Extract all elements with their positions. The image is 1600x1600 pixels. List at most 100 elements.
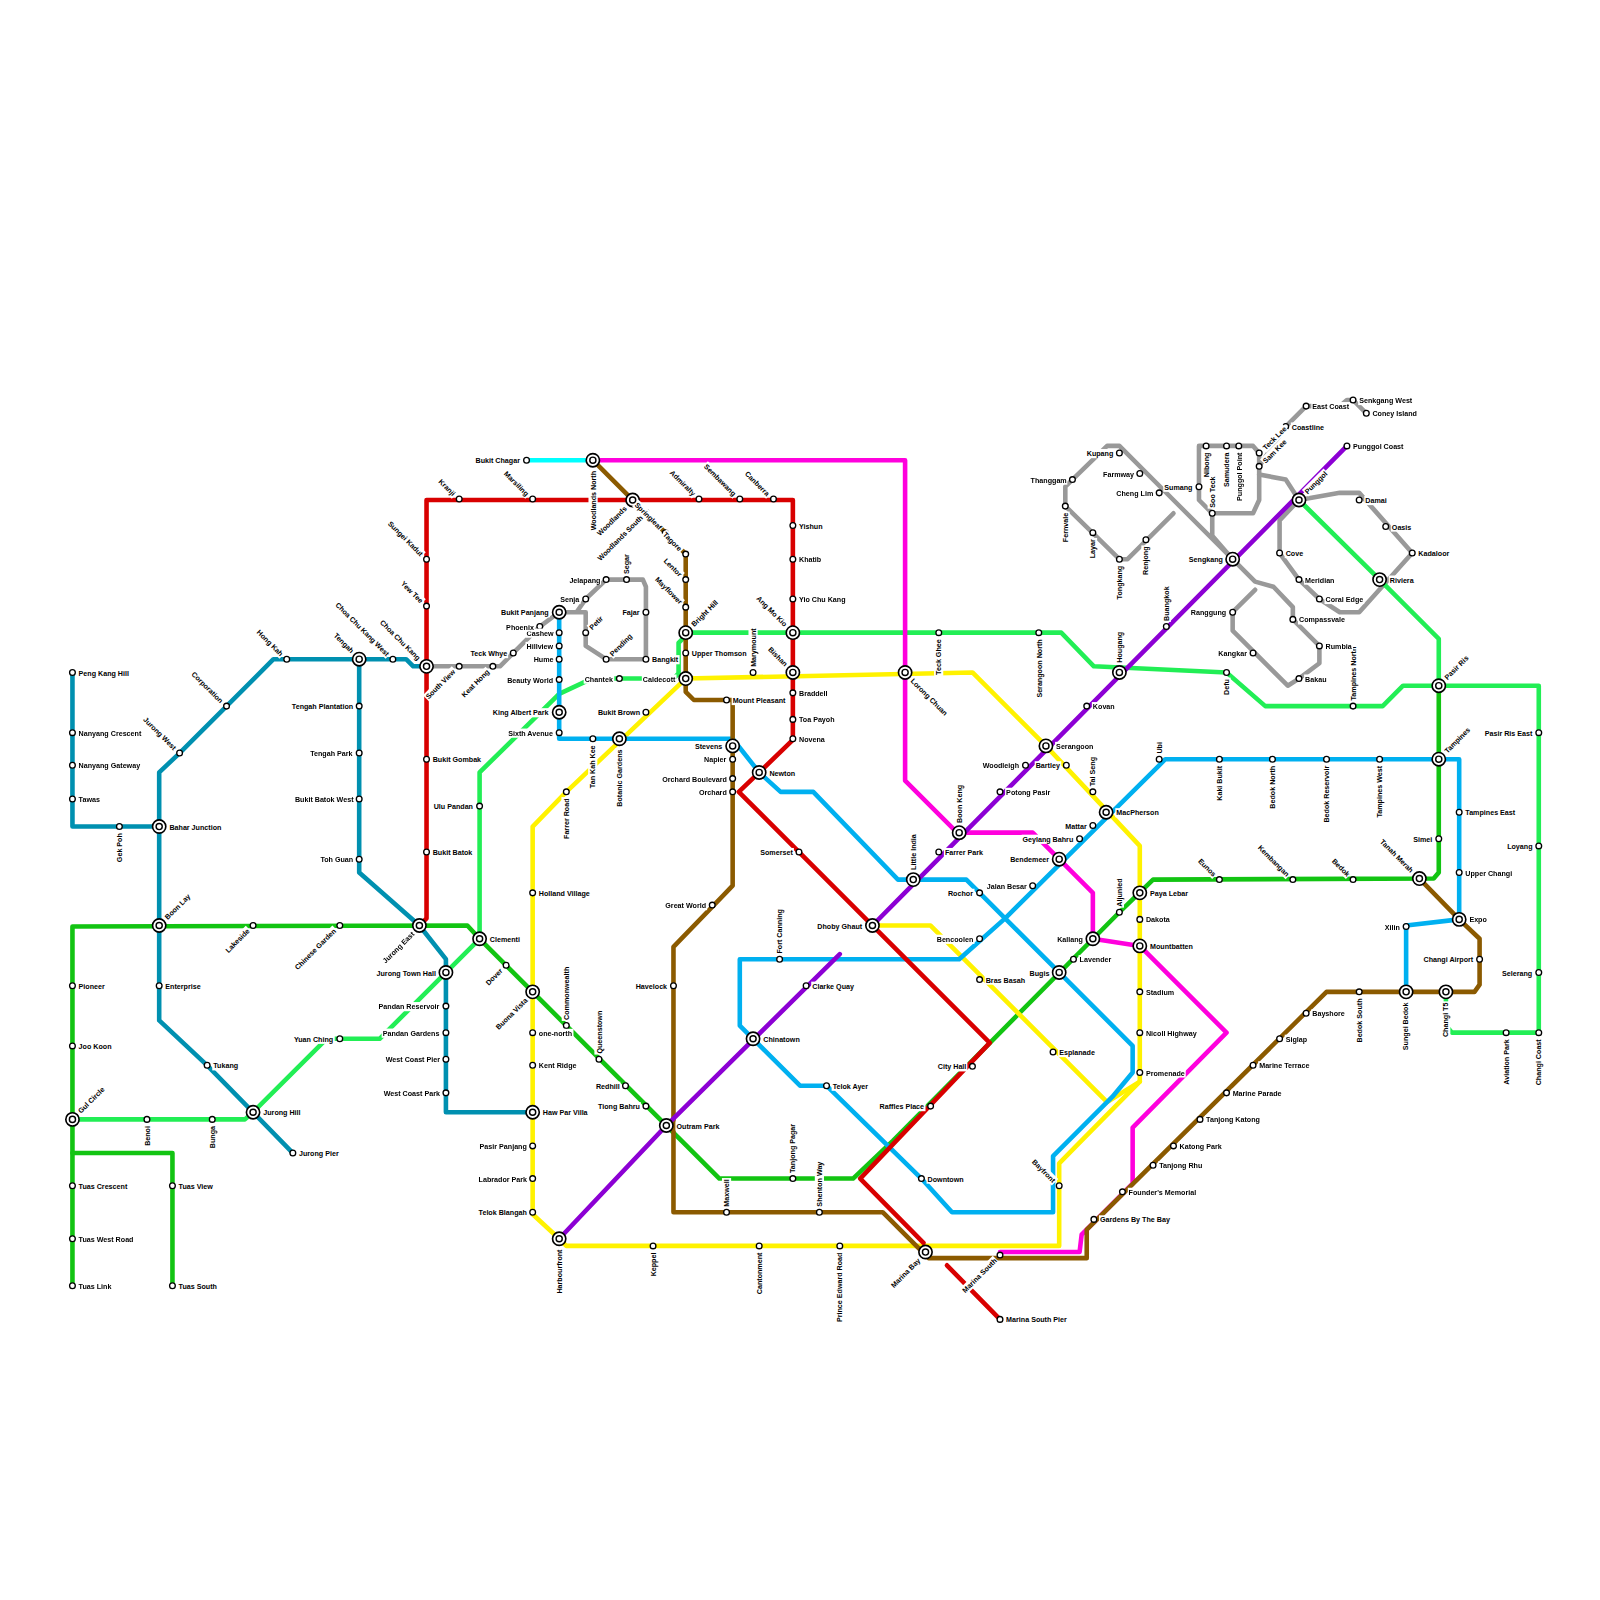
station-label: Yishun (798, 521, 824, 530)
station-label: Jelapang (568, 575, 601, 584)
station-marker (553, 706, 566, 719)
station-marker (956, 830, 962, 836)
station-marker (556, 630, 562, 636)
station-marker (1224, 670, 1230, 676)
station-label: Mattar (1064, 821, 1087, 830)
station-label: Peng Kang Hill (78, 668, 130, 677)
station-label: Chantek (584, 674, 614, 683)
station-marker (530, 890, 536, 896)
station-label: Sixth Avenue (507, 728, 554, 737)
station-marker (556, 709, 562, 715)
station-marker (1477, 956, 1483, 962)
station-label: Bedok Reservoir (1322, 764, 1331, 823)
station-marker (643, 656, 649, 662)
station-label: Mount Pleasant (732, 695, 787, 704)
station-marker (1090, 823, 1096, 829)
station-label: Sungei Kadut (386, 518, 426, 558)
station-marker (337, 1036, 343, 1042)
station-marker (1432, 753, 1445, 766)
station-marker (530, 1109, 536, 1115)
station-marker (837, 1243, 843, 1249)
station-label: Clementi (489, 934, 521, 943)
station-label: Great World (664, 901, 707, 910)
station-marker (1296, 497, 1302, 503)
station-marker (1377, 756, 1383, 762)
station-marker (696, 496, 702, 502)
station-marker (250, 1109, 256, 1115)
station-label: Rochor (947, 888, 974, 897)
station-marker (869, 922, 875, 928)
station-label: West Coast Pier (385, 1055, 441, 1064)
station-marker (866, 919, 879, 932)
station-marker (683, 650, 689, 656)
station-label: Coral Edge (1324, 594, 1364, 603)
station-label: Coney Island (1371, 409, 1418, 418)
station-label: Kadaloor (1417, 548, 1450, 557)
station-marker (1117, 450, 1123, 456)
station-marker (526, 1106, 539, 1119)
station-label: Caldecott (642, 674, 677, 683)
station-marker (66, 1113, 79, 1126)
station-marker (1377, 577, 1383, 583)
station-label: Woodlands South (595, 513, 646, 564)
station-label: Cove (1285, 548, 1305, 557)
station-label: Selerang (1501, 968, 1533, 977)
station-marker (1230, 556, 1236, 562)
station-marker (443, 969, 449, 975)
station-label: Somerset (759, 847, 794, 856)
station-label: Bukit Panjang (500, 608, 550, 617)
station-label: Toh Guan (319, 855, 354, 864)
station-label: Woodleigh (982, 761, 1020, 770)
station-marker (730, 756, 736, 762)
station-marker (777, 956, 783, 962)
station-marker (1071, 956, 1077, 962)
station-marker (1456, 870, 1462, 876)
station-label: Sembawang (702, 461, 739, 498)
station-marker (1456, 809, 1462, 815)
station-label: Farrer Road (561, 797, 570, 840)
station-label: Nanyang Crescent (78, 728, 143, 737)
station-marker (1133, 886, 1146, 899)
station-marker (1403, 989, 1409, 995)
station-marker (1290, 617, 1296, 623)
station-label: Tengah Park (309, 748, 353, 757)
station-label: Bukit Chagar (474, 456, 520, 465)
station-label: Dover (483, 966, 505, 988)
station-label: Yew Tee (399, 578, 426, 605)
station-marker (977, 977, 983, 983)
station-marker (746, 1032, 759, 1045)
station-marker (753, 766, 766, 779)
station-marker (553, 606, 566, 619)
station-marker (919, 1176, 925, 1182)
station-label: Tanah Merah (1377, 837, 1416, 876)
station-marker (209, 1117, 215, 1123)
station-marker (1436, 756, 1442, 762)
station-marker (790, 736, 796, 742)
station-label: Loyang (1506, 841, 1533, 850)
station-label: Farmway (1102, 469, 1135, 478)
station-label: Punggol Point (1235, 451, 1244, 501)
station-label: Sengkang (1188, 555, 1224, 564)
station-label: Pasir Panjang (479, 1141, 528, 1150)
station-label: Pasir Ris East (1484, 728, 1534, 737)
station-marker (583, 630, 589, 636)
station-label: Upper Changi (1464, 868, 1513, 877)
station-marker (1090, 789, 1096, 795)
station-label: Hillview (526, 641, 555, 650)
station-label: Marina South (960, 1255, 1000, 1295)
station-marker (922, 1249, 928, 1255)
station-marker (1277, 1036, 1283, 1042)
station-label: Kent Ridge (538, 1061, 578, 1070)
station-label: Khatib (798, 555, 822, 564)
station-label: Coastline (1291, 422, 1325, 431)
station-label: Expo (1468, 915, 1488, 924)
station-label: Enterprise (164, 981, 201, 990)
station-marker (583, 596, 589, 602)
station-marker (246, 1106, 259, 1119)
station-label: Hume (533, 655, 555, 664)
station-label: Tanjong Rhu (1158, 1161, 1203, 1170)
station-marker (170, 1183, 176, 1189)
station-label: Harbourfront (555, 1248, 564, 1294)
station-label: Orchard Boulevard (661, 774, 728, 783)
